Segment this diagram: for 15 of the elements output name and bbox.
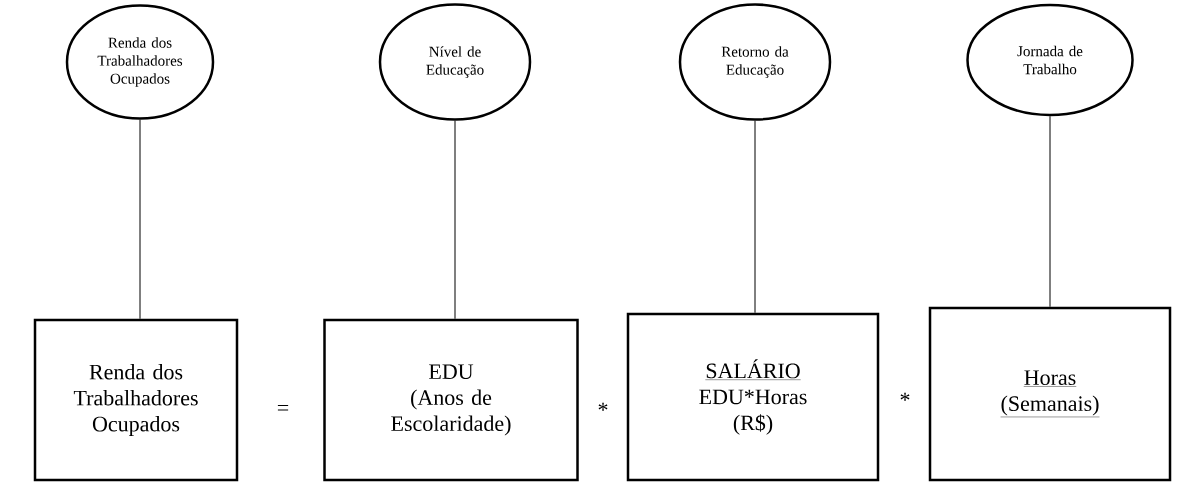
operator-sign: * [598, 402, 608, 411]
connector-line [454, 120, 456, 320]
formula-box: Horas (Semanais) [928, 306, 1172, 482]
ellipse-node: Nível de Educação [378, 3, 532, 121]
operator-sign: = [277, 405, 289, 411]
ellipse-node: Retorno da Educação [678, 3, 832, 121]
connector-line [754, 120, 756, 314]
formula-box: SALÁRIO EDU*Horas (R$) [626, 312, 880, 482]
formula-box: Renda dos Trabalhadores Ocupados [33, 318, 239, 482]
formula-box: EDU (Anos de Escolaridade) [323, 318, 579, 482]
connector-line [1049, 115, 1051, 308]
operator-sign: * [900, 392, 910, 401]
ellipse-node: Renda dos Trabalhadores Ocupados [65, 4, 215, 120]
connector-line [139, 119, 141, 320]
ellipse-node: Jornada de Trabalho [966, 3, 1134, 117]
